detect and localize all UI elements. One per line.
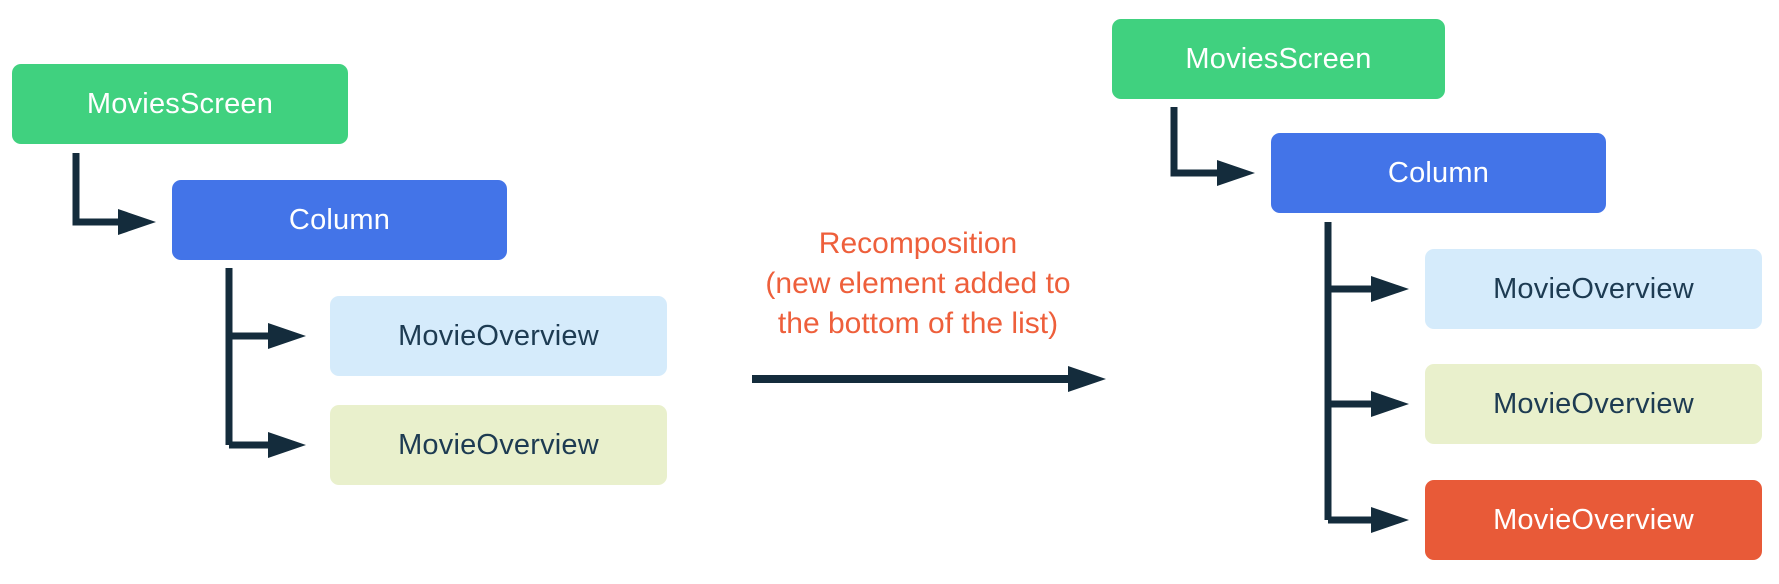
right-node-movieoverview-2: MovieOverview bbox=[1425, 364, 1762, 444]
annotation-line-1: Recomposition bbox=[818, 227, 1018, 260]
right-node-moviesscreen: MoviesScreen bbox=[1112, 19, 1445, 99]
annotation-line-2: (new element added to bbox=[765, 267, 1071, 300]
right-node-movieoverview-1: MovieOverview bbox=[1425, 249, 1762, 329]
left-node-column: Column bbox=[172, 180, 507, 260]
annotation: Recomposition (new element added to the … bbox=[718, 224, 1118, 344]
left-node-movieoverview-1: MovieOverview bbox=[330, 296, 667, 376]
connector-left-moviesscreen-to-column bbox=[72, 153, 156, 235]
left-node-movieoverview-2: MovieOverview bbox=[330, 405, 667, 485]
annotation-line-3: the bottom of the list) bbox=[777, 307, 1059, 340]
left-node-moviesscreen: MoviesScreen bbox=[12, 64, 348, 144]
right-node-movieoverview-3-new: MovieOverview bbox=[1425, 480, 1762, 560]
connector-right-moviesscreen-to-column bbox=[1170, 107, 1255, 186]
right-node-column: Column bbox=[1271, 133, 1606, 213]
